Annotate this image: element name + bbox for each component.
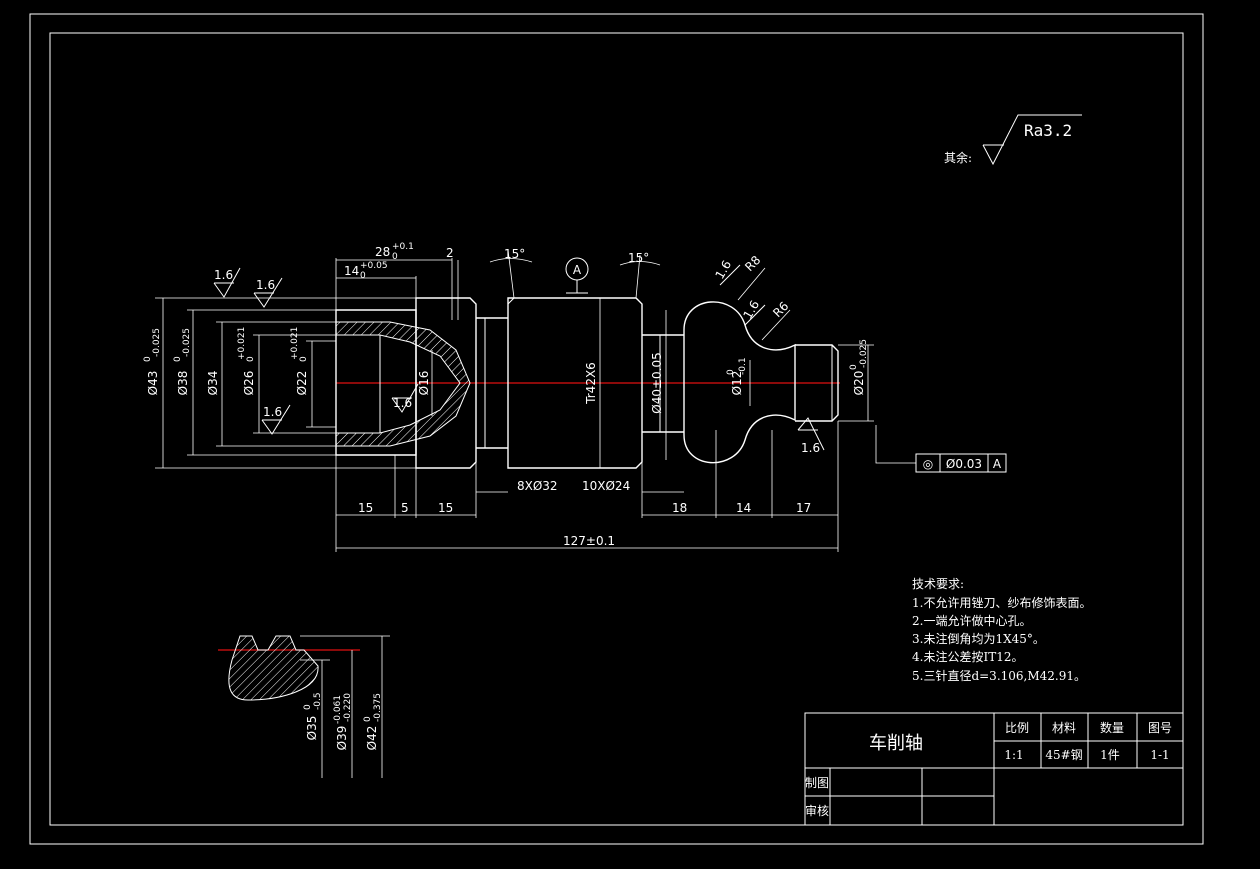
drawing-label: 数量 (1100, 720, 1124, 735)
drawing-label: 15 (358, 501, 373, 515)
drawing-label: 45#钢 (1045, 748, 1082, 762)
drawing-label: 0 (363, 716, 373, 722)
drawing-label: 1.6 (214, 268, 233, 282)
drawing-label: 比例 (1005, 721, 1029, 735)
drawing-label: Ø39 (335, 726, 349, 751)
drawing-label: A (993, 457, 1002, 471)
drawing-label: 1.6 (393, 396, 412, 410)
drawing-label: Ø43 (146, 371, 160, 396)
drawing-label: ◎ (923, 457, 933, 471)
drawing-label: Ø20 (852, 371, 866, 396)
drawing-label: R6 (770, 299, 791, 320)
drawing-label: Ø40±0.05 (650, 352, 664, 414)
drawing-label: 0 (143, 356, 153, 362)
drawing-label: +0.021 (237, 327, 247, 360)
drawing-label: 制图 (805, 776, 829, 790)
drawing-label: 1.6 (740, 298, 762, 322)
drawing-label: 18 (672, 501, 687, 515)
drawing-label: 14 (344, 264, 359, 278)
drawing-label: Ra3.2 (1024, 121, 1072, 140)
drawing-label: 0 (246, 356, 256, 362)
drawing-label: 0 (299, 356, 309, 362)
drawing-label: A (573, 263, 582, 277)
drawing-label: 2 (446, 246, 454, 260)
drawing-label: 17 (796, 501, 811, 515)
drawing-label: R8 (742, 253, 763, 274)
drawing-label: 材料 (1052, 721, 1076, 735)
drawing-label: 0 (360, 271, 366, 281)
inner-frame (49, 32, 1184, 826)
drawing-label: +0.05 (360, 261, 388, 271)
drawing-label: -0.1 (738, 357, 748, 375)
tolerance-frame: ◎ Ø0.03 A (875, 425, 1007, 473)
drawing-label: -0.375 (373, 693, 383, 722)
drawing-label: 14 (736, 501, 751, 515)
drawing-label: Ø38 (176, 371, 190, 396)
drawing-label: 1-1 (1150, 748, 1169, 762)
drawing-label: 4.未注公差按IT12。 (912, 649, 1023, 664)
drawing-label: 技术要求: (912, 577, 964, 591)
drawing-label: 127±0.1 (563, 534, 615, 548)
drawing-label: 1.6 (263, 405, 282, 419)
roughness-marks (213, 264, 825, 451)
drawing-label: Ø16 (417, 371, 431, 396)
drawing-label: -0.220 (343, 693, 353, 722)
drawing-label: +0.1 (392, 242, 414, 252)
drawing-label: 5 (401, 501, 409, 515)
drawing-label: 10XØ24 (582, 479, 630, 493)
radius-leaders (737, 267, 791, 341)
bottom-length-dims (335, 421, 839, 552)
thread-section-detail (218, 635, 390, 778)
drawing-label: 0 (303, 704, 313, 710)
drawing-label: Ø35 (305, 716, 319, 741)
drawing-label: 1.6 (801, 441, 820, 455)
drawing-label: 8XØ32 (517, 479, 558, 493)
drawing-label: Tr42X6 (584, 362, 598, 405)
section-hatch (335, 321, 471, 447)
drawing-label: 1:1 (1004, 748, 1023, 762)
drawing-label: 1件 (1100, 748, 1120, 762)
drawing-label: -0.061 (333, 695, 343, 724)
drawing-label: 15° (504, 247, 525, 261)
drawing-label: 3.未注倒角均为1X45°。 (912, 631, 1045, 646)
drawing-label: 0 (849, 364, 859, 370)
title-block: 车削轴 比例 材料 数量 图号 1:1 45#钢 1件 1-1 制图 审核 (804, 712, 1184, 826)
drawing-label: 2.一端允许做中心孔。 (912, 613, 1031, 628)
drawing-label: -0.025 (182, 328, 192, 357)
drawing-label: 审核 (805, 803, 829, 818)
drawing-label: 车削轴 (869, 733, 923, 754)
drawing-label: 图号 (1148, 721, 1172, 735)
drawing-label: Ø34 (206, 371, 220, 396)
drawing-label: Ø22 (295, 371, 309, 396)
drawing-label: Ø42 (365, 726, 379, 751)
chamfer-angles (489, 249, 661, 299)
drawing-label: 1.不允许用锉刀、纱布修饰表面。 (912, 595, 1091, 610)
drawing-label: 1.6 (256, 278, 275, 292)
datum-a: A (565, 257, 589, 294)
drawing-label: Ø0.03 (946, 457, 982, 471)
drawing-label: 0 (173, 356, 183, 362)
drawing-label: 0 (726, 369, 736, 375)
drawing-label: Ø26 (242, 371, 256, 396)
technical-requirements: 技术要求: 1.不允许用锉刀、纱布修饰表面。 2.一端允许做中心孔。 3.未注倒… (912, 577, 1091, 683)
drawing-label: -0.025 (152, 328, 162, 357)
drawing-label: 5.三针直径d=3.106,M42.91。 (912, 668, 1086, 683)
surface-finish-symbol: 其余: Ra3.2 (944, 114, 1082, 166)
outer-frame (29, 13, 1204, 845)
drawing-label: 28 (375, 245, 390, 259)
drawing-label: 1.6 (712, 258, 734, 282)
top-length-dims (335, 258, 459, 320)
drawing-label: 其余: (944, 150, 972, 165)
drawing-label: +0.021 (290, 327, 300, 360)
drawing-label: 0 (392, 252, 398, 262)
drawing-label: -0.025 (859, 339, 869, 368)
drawing-label: 15 (438, 501, 453, 515)
drawing-label: -0.5 (313, 692, 323, 710)
drawing-label: Ø12 (730, 371, 744, 396)
left-diameter-dims (155, 297, 416, 469)
drawing-label: 15° (628, 251, 649, 265)
